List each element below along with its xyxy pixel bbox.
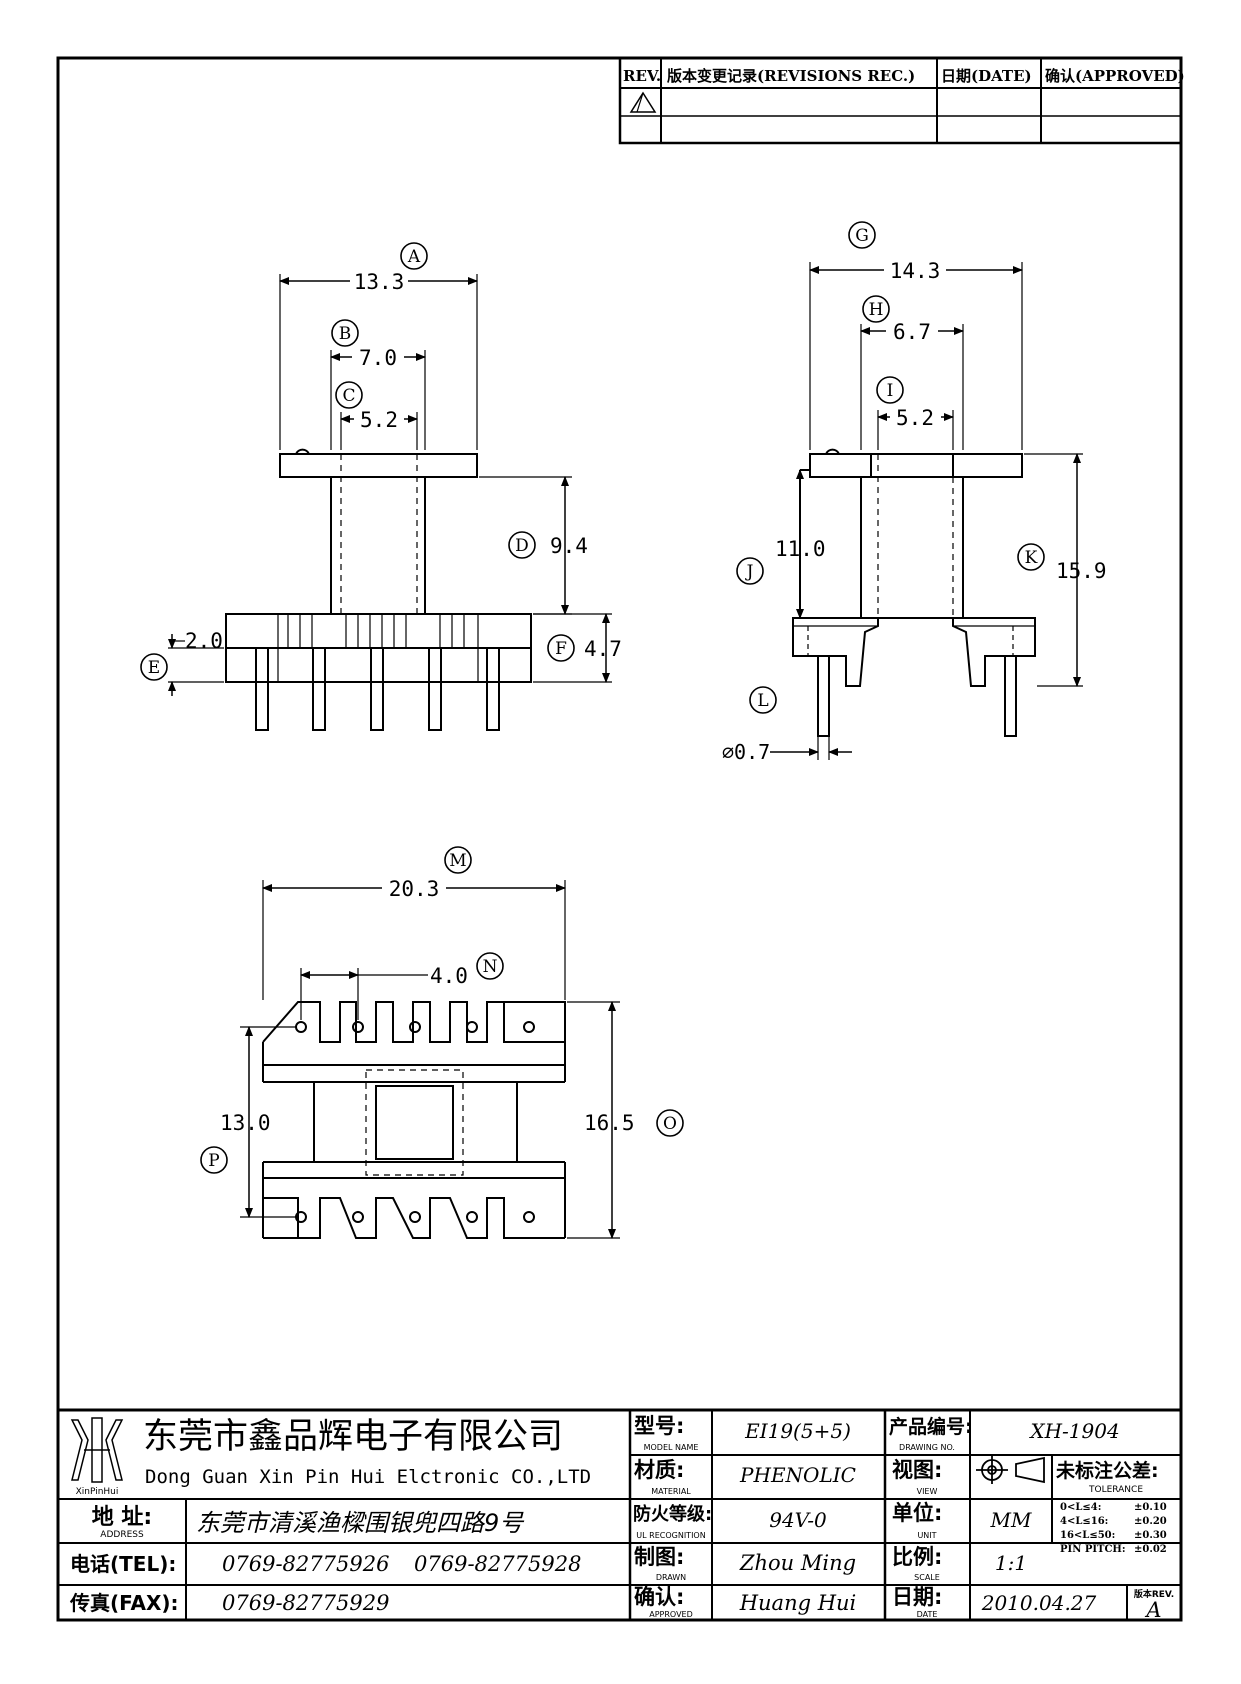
dimension-m-value: 20.3 xyxy=(389,877,440,901)
approved-value: Huang Hui xyxy=(739,1591,857,1615)
date-label: 日期: xyxy=(892,1585,942,1609)
revision-table xyxy=(618,56,1183,145)
dimension-g-value: 14.3 xyxy=(890,259,941,283)
tolerance-value-1: ±0.10 xyxy=(1134,1502,1167,1513)
tolerance-range-1: 0<L≤4: xyxy=(1060,1502,1101,1513)
ul-sub: UL RECOGNITION xyxy=(636,1531,705,1540)
balloon-c: C xyxy=(342,386,355,406)
model-label: 型号: xyxy=(634,1414,684,1438)
company-name-en: Dong Guan Xin Pin Hui Elctronic CO.,LTD xyxy=(145,1466,591,1488)
balloon-m: M xyxy=(449,851,466,871)
dimension-f-value: 4.7 xyxy=(584,637,622,661)
scale-value: 1:1 xyxy=(995,1551,1027,1575)
top-view xyxy=(140,242,612,731)
balloon-i: I xyxy=(887,381,894,401)
date-value: 2010.04.27 xyxy=(981,1591,1097,1615)
fax-value: 0769-82775929 xyxy=(222,1591,389,1615)
unit-sub: UNIT xyxy=(917,1531,936,1540)
dimension-j-value: 11.0 xyxy=(775,537,826,561)
dimension-e-value: 2.0 xyxy=(185,629,223,653)
balloon-o: O xyxy=(663,1114,677,1134)
ul-label: 防火等级: xyxy=(633,1503,712,1525)
date-sub: DATE xyxy=(917,1610,938,1619)
dimension-h-value: 6.7 xyxy=(893,320,931,344)
balloon-l: L xyxy=(757,691,768,711)
dimension-p-value: 13.0 xyxy=(220,1111,271,1135)
drawing-no-label: 产品编号: xyxy=(889,1415,973,1438)
approved-label: 确认: xyxy=(634,1585,684,1609)
tolerance-label: 未标注公差: xyxy=(1055,1459,1159,1482)
balloon-n: N xyxy=(483,957,498,977)
tolerance-sub: TOLERANCE xyxy=(1088,1485,1143,1495)
dimension-a-value: 13.3 xyxy=(354,270,405,294)
balloon-e: E xyxy=(148,658,160,678)
unit-value: MM xyxy=(990,1508,1032,1532)
projection-symbol-icon xyxy=(976,1456,1045,1484)
dimension-c-value: 5.2 xyxy=(360,408,398,432)
fax-label: 传真(FAX): xyxy=(69,1591,179,1615)
balloon-d: D xyxy=(515,536,529,556)
view-label: 视图: xyxy=(892,1458,942,1482)
balloon-p: P xyxy=(208,1151,219,1171)
view-sub: VIEW xyxy=(917,1487,938,1496)
unit-label: 单位: xyxy=(892,1501,942,1525)
revisions-record-header: 版本变更记录(REVISIONS REC.) xyxy=(667,67,915,85)
dimension-o-value: 16.5 xyxy=(584,1111,635,1135)
balloon-b: B xyxy=(339,324,352,344)
drawn-value: Zhou Ming xyxy=(739,1551,856,1575)
balloon-k: K xyxy=(1025,548,1038,568)
address-value: 东莞市清溪渔樑围银兜四路9号 xyxy=(196,1509,525,1537)
tolerance-value-3: ±0.30 xyxy=(1134,1530,1167,1541)
drawing-no-sub: DRAWING NO. xyxy=(899,1443,955,1452)
dimension-n-value: 4.0 xyxy=(430,964,468,988)
tel-2: 0769-82775928 xyxy=(414,1552,581,1576)
balloon-g: G xyxy=(855,226,869,246)
model-sub: MODEL NAME xyxy=(644,1443,699,1452)
revision-triangle-icon xyxy=(629,91,657,113)
drawn-sub: DRAWN xyxy=(656,1573,686,1582)
tel-1: 0769-82775926 xyxy=(222,1552,389,1576)
revision-approved-header: 确认(APPROVED) xyxy=(1045,67,1185,85)
scale-sub: SCALE xyxy=(914,1573,940,1582)
balloon-a: A xyxy=(407,247,421,267)
address-label: 地 址: xyxy=(92,1505,152,1530)
rev-header: REV. xyxy=(623,67,661,85)
material-value: PHENOLIC xyxy=(739,1463,856,1487)
drawn-label: 制图: xyxy=(634,1545,684,1569)
tel-label: 电话(TEL): xyxy=(70,1552,176,1576)
model-value: EI19(5+5) xyxy=(744,1419,851,1443)
title-block-grid xyxy=(58,1408,1181,1620)
balloon-h: H xyxy=(869,300,884,320)
company-logo xyxy=(70,1417,124,1483)
rev-value: A xyxy=(1144,1598,1161,1622)
dimension-b-value: 7.0 xyxy=(359,346,397,370)
tolerance-value-2: ±0.20 xyxy=(1134,1516,1167,1527)
material-label: 材质: xyxy=(634,1458,684,1482)
balloon-f: F xyxy=(555,639,567,659)
drawing-no-value: XH-1904 xyxy=(1028,1419,1119,1443)
dimension-l-value: ⌀0.7 xyxy=(722,740,770,764)
sheet-border xyxy=(56,56,1183,1622)
logo-text: XinPinHui xyxy=(76,1487,119,1497)
tolerance-range-3: 16<L≤50: xyxy=(1060,1530,1115,1541)
dimension-k-value: 15.9 xyxy=(1056,559,1107,583)
bottom-view xyxy=(200,846,684,1239)
tolerance-range-4: PIN PITCH: xyxy=(1060,1544,1126,1555)
company-name-cn: 东莞市鑫品辉电子有限公司 xyxy=(143,1417,563,1457)
revision-date-header: 日期(DATE) xyxy=(941,67,1032,85)
dimension-d-value: 9.4 xyxy=(550,534,588,558)
rev-label: 版本REV. xyxy=(1133,1588,1174,1600)
address-sub: ADDRESS xyxy=(100,1530,144,1540)
material-sub: MATERIAL xyxy=(651,1487,691,1496)
tolerance-range-2: 4<L≤16: xyxy=(1060,1516,1108,1527)
ul-value: 94V-0 xyxy=(769,1508,827,1532)
balloon-j: J xyxy=(745,562,754,582)
side-view xyxy=(736,221,1083,760)
approved-sub: APPROVED xyxy=(649,1610,693,1619)
scale-label: 比例: xyxy=(892,1545,942,1569)
dimension-i-value: 5.2 xyxy=(896,406,934,430)
tolerance-value-4: ±0.02 xyxy=(1134,1544,1167,1555)
